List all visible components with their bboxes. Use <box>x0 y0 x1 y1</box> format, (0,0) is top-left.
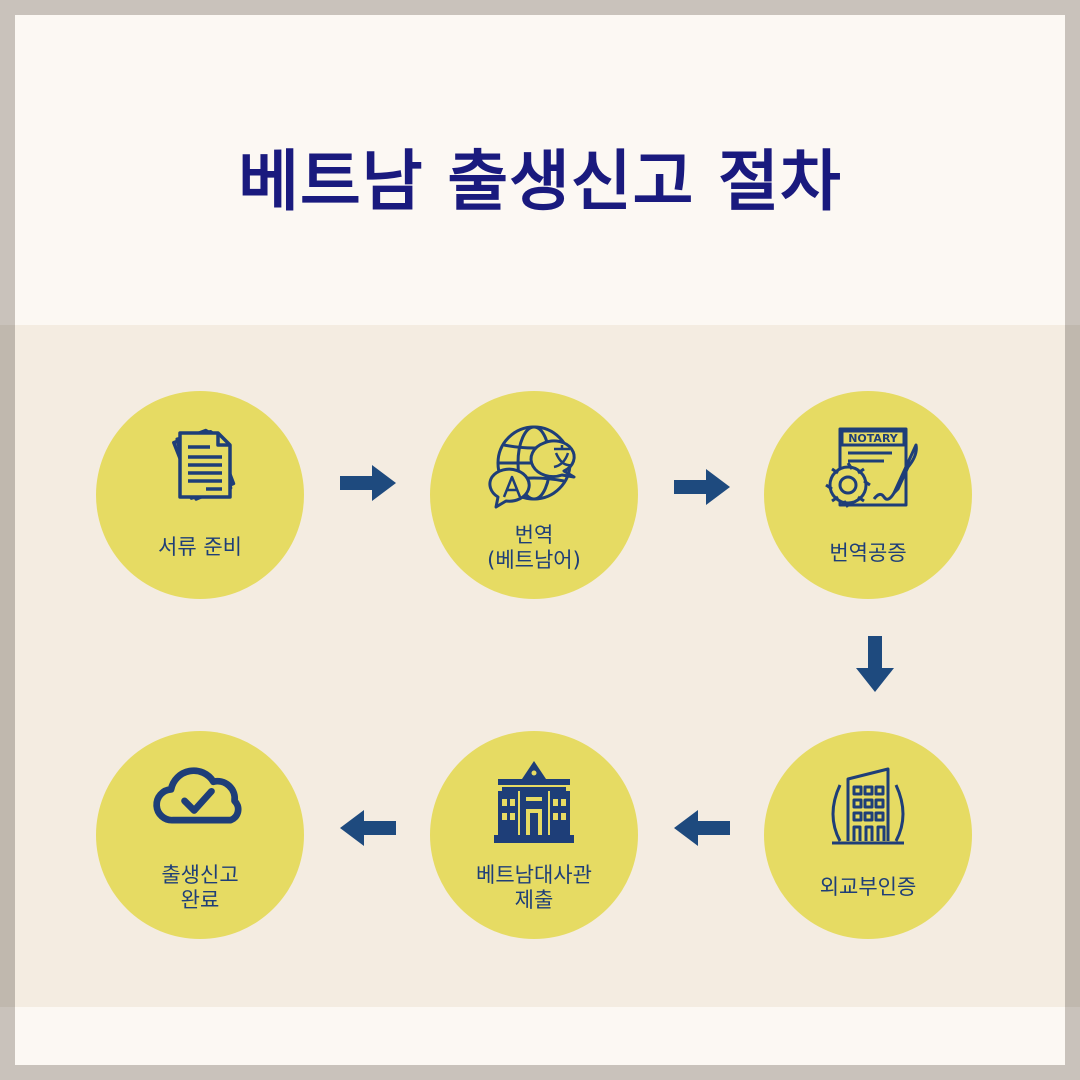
step-4-label: 외교부인증 <box>819 875 917 899</box>
step-3-label: 번역공증 <box>829 541 907 565</box>
step-4-circle: 외교부인증 <box>764 731 972 939</box>
arrow-right-1 <box>340 465 396 501</box>
notary-icon-text: NOTARY <box>848 432 899 445</box>
cloud-check-icon <box>148 749 252 849</box>
step-2-label: 번역 (베트남어) <box>487 523 581 572</box>
arrow-left-1 <box>674 810 730 846</box>
arrow-right-2 <box>674 469 730 505</box>
step-2-circle: 번역 (베트남어) <box>430 391 638 599</box>
documents-icon <box>150 415 250 515</box>
step-6-label: 출생신고 완료 <box>161 863 239 912</box>
embassy-icon <box>484 755 584 855</box>
notary-icon: NOTARY <box>818 415 918 515</box>
step-3-circle: NOTARY 번역공증 <box>764 391 972 599</box>
step-5-label: 베트남대사관 제출 <box>476 863 592 912</box>
band-edge-left <box>0 325 15 1007</box>
step-1-circle: 서류 준비 <box>96 391 304 599</box>
page-title: 베트남 출생신고 절차 <box>238 143 842 220</box>
translate-icon <box>484 415 584 515</box>
office-building-icon <box>818 755 918 855</box>
step-6-circle: 출생신고 완료 <box>96 731 304 939</box>
step-5-circle: 베트남대사관 제출 <box>430 731 638 939</box>
step-1-label: 서류 준비 <box>158 535 242 559</box>
arrow-down <box>856 636 894 692</box>
arrow-left-2 <box>340 810 396 846</box>
band-edge-right <box>1065 325 1080 1007</box>
